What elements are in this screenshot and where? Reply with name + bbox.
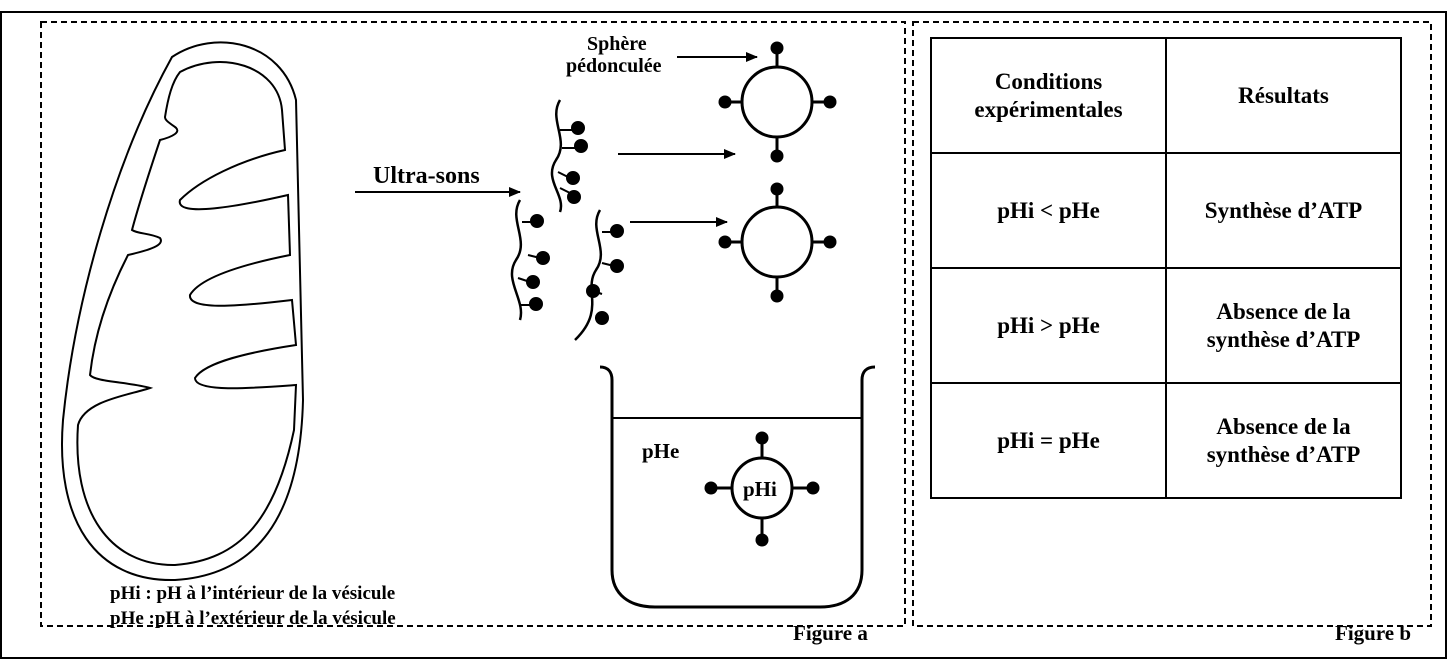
mitochondrion [61, 41, 305, 582]
sphere-label-line2: pédonculée [566, 55, 662, 77]
legend-line-1: pHi : pH à l’intérieur de la vésicule [110, 583, 395, 604]
stalked-sphere [610, 259, 624, 273]
stalked-sphere [529, 297, 543, 311]
figure-a-label: Figure a [793, 621, 868, 645]
membrane-fragment [574, 209, 603, 341]
vesicle-inside-ph-label: pHi [743, 477, 777, 501]
membrane-fragment [510, 199, 523, 321]
membrane-fragment [550, 99, 563, 213]
vesicle-top [718, 41, 837, 163]
beaker [599, 365, 876, 609]
stalked-spheres [517, 121, 624, 325]
legend-line-2: pHe :pH à l’extérieur de la vésicule [110, 608, 396, 629]
result-cell: Absence de la synthèse d’ATP [1165, 382, 1402, 499]
table-row: pHi < pHe Synthèse d’ATP [930, 152, 1402, 269]
stalked-sphere [610, 224, 624, 238]
stalked-sphere [595, 311, 609, 325]
ultrasound-label: Ultra-sons [373, 163, 480, 189]
condition-cell: pHi < pHe [930, 152, 1167, 269]
membrane-fragments [510, 99, 603, 341]
vesicle-in-beaker [704, 431, 820, 547]
mitochondrion-inner-membrane [76, 60, 298, 567]
table-header-row: Conditions expérimentales Résultats [930, 37, 1402, 154]
beaker-wall [599, 365, 876, 609]
condition-cell: pHi = pHe [930, 382, 1167, 499]
result-cell: Absence de la synthèse d’ATP [1165, 267, 1402, 384]
figure-a-panel [40, 21, 906, 627]
results-table: Conditions expérimentales Résultats pHi … [930, 37, 1402, 499]
table-row: pHi = pHe Absence de la synthèse d’ATP [930, 382, 1402, 499]
stalked-sphere [526, 275, 540, 289]
stalked-sphere [586, 284, 600, 298]
stalked-sphere [571, 121, 585, 135]
vesicle-bottom [718, 182, 837, 303]
stalked-sphere [574, 139, 588, 153]
figure-b-panel [912, 21, 1432, 627]
sphere-label-line1: Sphère [587, 33, 647, 55]
header-results: Résultats [1165, 37, 1402, 154]
stalked-sphere [536, 251, 550, 265]
stalked-sphere [530, 214, 544, 228]
header-conditions: Conditions expérimentales [930, 37, 1167, 154]
condition-cell: pHi > pHe [930, 267, 1167, 384]
result-cell: Synthèse d’ATP [1165, 152, 1402, 269]
beaker-outside-ph-label: pHe [642, 439, 679, 463]
stalked-sphere [566, 171, 580, 185]
stalked-sphere [567, 190, 581, 204]
outer-frame [0, 11, 1447, 659]
table-row: pHi > pHe Absence de la synthèse d’ATP [930, 267, 1402, 384]
figure-b-label: Figure b [1335, 621, 1411, 645]
mitochondrion-outer-membrane [61, 41, 305, 582]
